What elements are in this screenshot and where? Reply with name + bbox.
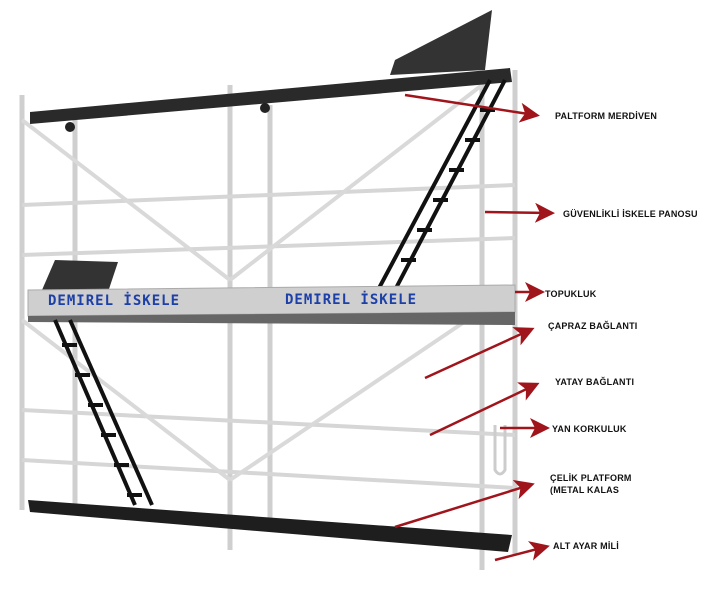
label-steel-platform: ÇELİK PLATFORM	[550, 473, 632, 483]
label-cross-brace: ÇAPRAZ BAĞLANTI	[548, 321, 638, 331]
lower-hatch-panel	[42, 260, 118, 292]
lower-ladder	[53, 319, 154, 506]
label-platform-ladder: PALTFORM MERDİVEN	[555, 111, 658, 121]
cross-braces	[20, 83, 484, 482]
top-hatch-panel	[390, 10, 492, 75]
side-guardrail-hook	[493, 425, 507, 476]
top-deck	[30, 68, 512, 124]
bottom-deck	[28, 500, 512, 552]
label-horizontal-brace: YATAY BAĞLANTI	[555, 377, 635, 387]
label-base-jack: ALT AYAR MİLİ	[553, 541, 619, 551]
callout-arrows	[394, 93, 555, 562]
label-toe-board: TOPUKLUK	[545, 289, 597, 299]
brand-text-left: DEMIREL İSKELE	[48, 293, 181, 309]
upper-ladder	[376, 79, 507, 291]
label-side-guardrail: YAN KORKULUK	[552, 424, 627, 434]
label-steel-platform-line2: (METAL KALAS	[550, 485, 620, 495]
brand-text-right: DEMIREL İSKELE	[285, 292, 418, 308]
label-safety-panel: GÜVENLİKLİ İSKELE PANOSU	[563, 209, 698, 219]
